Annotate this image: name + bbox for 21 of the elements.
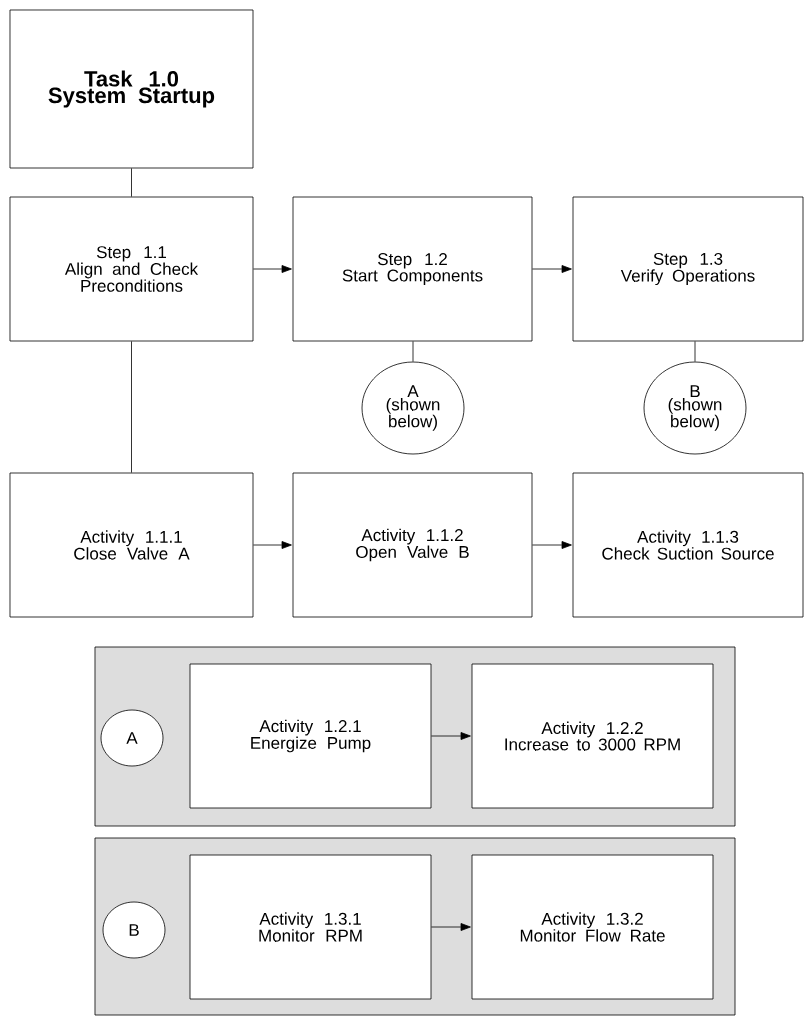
connector-line [412,341,414,362]
process-box: Step 1.2 Start Components [292,196,533,342]
arrow [431,732,471,740]
arrow [431,923,471,931]
arrow [532,541,572,549]
arrow [532,265,572,273]
arrow [253,541,292,549]
process-box: Step 1.3 Verify Operations [572,196,804,342]
process-box: Activity 1.1.1 Close Valve A [9,472,254,618]
process-box: Activity 1.3.1 Monitor RPM [189,854,432,1000]
connector-line [131,168,132,197]
process-box: Activity 1.2.1 Energize Pump [189,663,432,809]
process-box: Activity 1.3.2 Monitor Flow Rate [471,854,714,1000]
task-box: Task 1.0 System Startup [9,9,254,169]
arrow [253,265,292,273]
connector-line [694,341,696,362]
process-box: Activity 1.2.2 Increase to 3000 RPM [471,663,714,809]
process-box: Activity 1.1.3 Check Suction Source [572,472,804,618]
process-box: Step 1.1 Align and Check Preconditions [9,196,254,342]
connector-line [131,341,132,473]
process-box: Activity 1.1.2 Open Valve B [292,472,533,618]
